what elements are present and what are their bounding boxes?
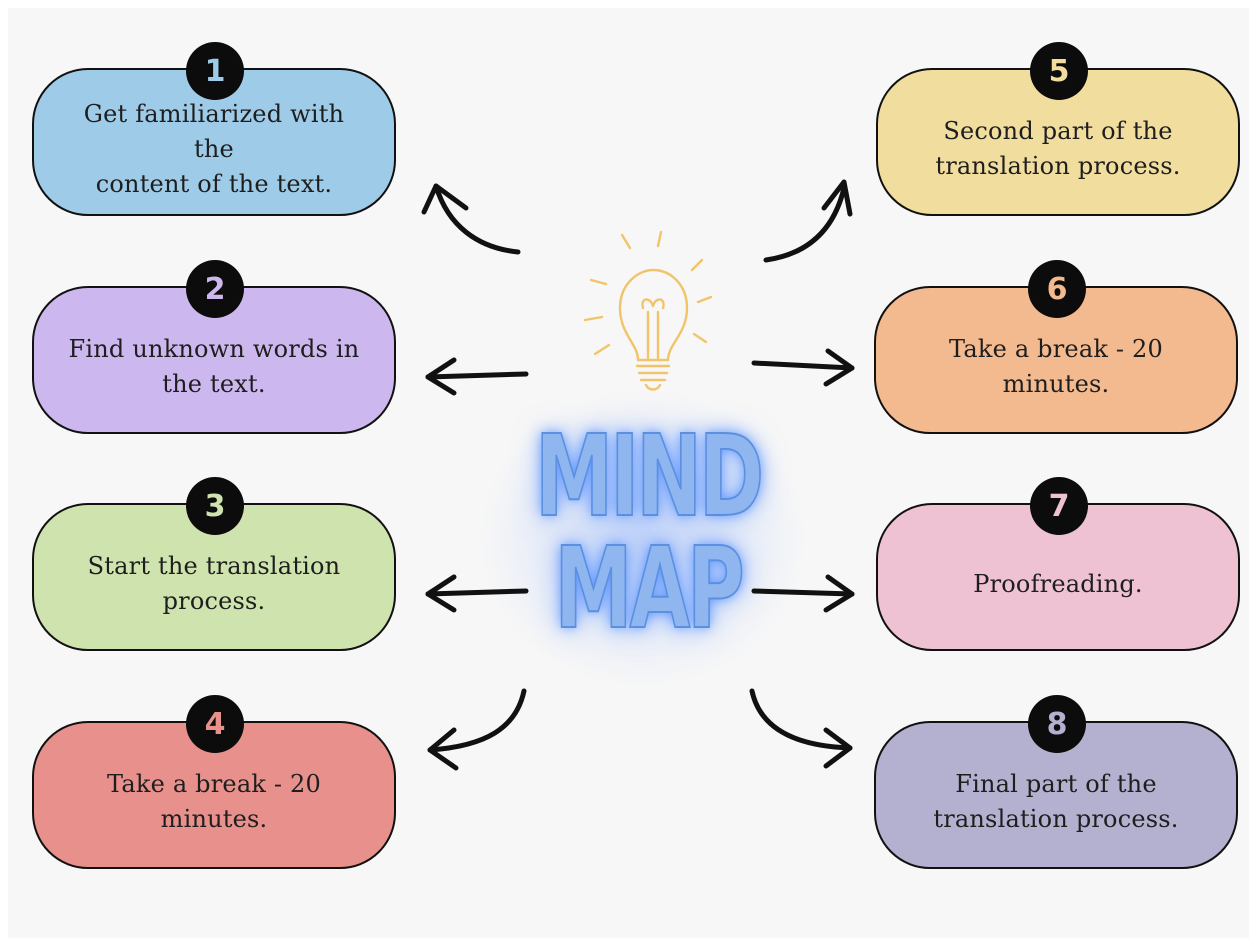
step-text-line: minutes. bbox=[160, 805, 268, 833]
step-text-line: Start the translation bbox=[87, 552, 341, 580]
title-line-2: MAP bbox=[554, 524, 746, 654]
step-text: Take a break - 20 minutes. bbox=[107, 767, 321, 837]
step-text: Find unknown words in the text. bbox=[69, 332, 360, 402]
step-text: Final part of the translation process. bbox=[933, 767, 1178, 837]
step-number-badge-8: 8 bbox=[1028, 695, 1086, 753]
arrow-icon-4 bbox=[427, 688, 527, 771]
step-text: Start the translation process. bbox=[88, 549, 341, 619]
arrows-layer bbox=[421, 179, 855, 771]
step-number-badge-3: 3 bbox=[186, 477, 244, 535]
step-number-badge-1: 1 bbox=[186, 42, 244, 100]
step-text-line: Find unknown words in bbox=[68, 335, 360, 363]
mind-map-canvas: MIND MAP Get familiarized with the conten… bbox=[8, 8, 1249, 938]
step-number-badge-7: 7 bbox=[1030, 477, 1088, 535]
step-text-line: Second part of the bbox=[943, 117, 1173, 145]
mind-map-title: MIND MAP bbox=[534, 408, 765, 658]
step-text-line: translation process. bbox=[933, 805, 1179, 833]
step-text-line: Proofreading. bbox=[973, 569, 1143, 598]
arrow-icon-1 bbox=[421, 183, 521, 255]
step-text-line: Final part of the bbox=[955, 770, 1157, 798]
step-text-line: translation process. bbox=[935, 152, 1181, 180]
step-text-line: process. bbox=[162, 587, 266, 615]
step-text-line: content of the text. bbox=[95, 169, 333, 198]
arrow-icon-3 bbox=[425, 574, 529, 613]
step-text-line: Take a break - 20 bbox=[949, 335, 1163, 363]
title-glow bbox=[478, 388, 808, 688]
step-text: Take a break - 20 minutes. bbox=[949, 332, 1163, 402]
step-text-line: Take a break - 20 bbox=[107, 770, 321, 798]
step-card-8: Final part of the translation process. bbox=[874, 721, 1238, 869]
step-text-line: Get familiarized with the bbox=[83, 99, 345, 163]
step-text: Proofreading. bbox=[973, 567, 1142, 602]
step-number-badge-2: 2 bbox=[186, 260, 244, 318]
lightbulb-icon bbox=[583, 230, 713, 391]
title-line-1: MIND bbox=[534, 412, 765, 542]
step-number-badge-4: 4 bbox=[186, 695, 244, 753]
step-text: Get familiarized with the content of the … bbox=[60, 97, 368, 202]
arrow-icon-8 bbox=[749, 688, 853, 769]
step-number-badge-5: 5 bbox=[1030, 42, 1088, 100]
arrow-icon-2 bbox=[425, 357, 529, 396]
arrow-icon-6 bbox=[751, 348, 855, 387]
step-text-line: the text. bbox=[162, 370, 266, 398]
step-card-2: Find unknown words in the text. bbox=[32, 286, 396, 434]
step-number-badge-6: 6 bbox=[1028, 260, 1086, 318]
arrow-icon-7 bbox=[751, 574, 855, 613]
step-text-line: minutes. bbox=[1002, 370, 1110, 398]
arrow-icon-5 bbox=[763, 179, 853, 263]
step-text: Second part of the translation process. bbox=[935, 114, 1180, 184]
